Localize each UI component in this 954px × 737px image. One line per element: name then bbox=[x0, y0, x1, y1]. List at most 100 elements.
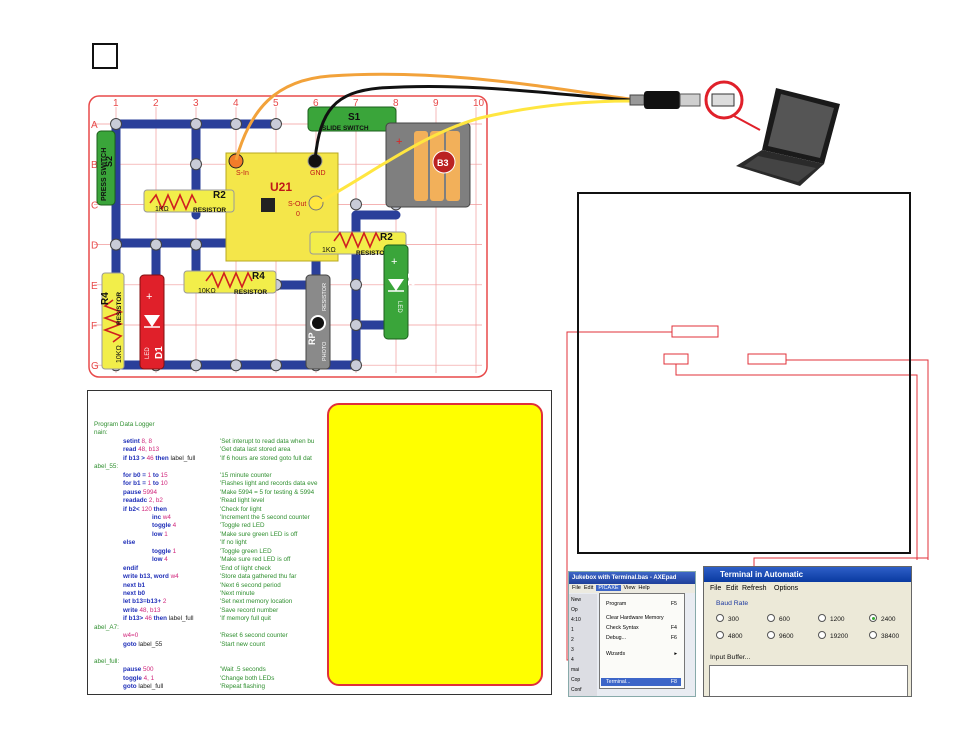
terminal-menu-item[interactable]: Refresh bbox=[742, 585, 767, 592]
menu-item-label: Clear Hardware Memory bbox=[606, 615, 664, 621]
code-token: w4 bbox=[170, 573, 179, 581]
code-token: w4 bbox=[162, 513, 171, 521]
baud-rate-label: 1200 bbox=[830, 616, 845, 623]
terminal-menu-item[interactable]: Edit bbox=[726, 585, 739, 592]
axepad-side-label: 3 bbox=[571, 647, 574, 653]
code-comment: 'Check for light bbox=[220, 505, 262, 513]
column-label: 5 bbox=[273, 98, 279, 109]
code-line: next b1 bbox=[123, 582, 145, 589]
code-line: inc w4 bbox=[152, 514, 171, 521]
callout-box-yellow bbox=[327, 403, 543, 686]
svg-text:0: 0 bbox=[296, 211, 300, 218]
code-comment: 'Get data last stored area bbox=[220, 446, 291, 454]
svg-text:+: + bbox=[396, 136, 402, 148]
axepad-menu-item[interactable]: PICAXE bbox=[596, 585, 621, 591]
code-token: 2 bbox=[162, 598, 167, 606]
axepad-title: Jukebox with Terminal.bas - AXEpad bbox=[569, 572, 695, 584]
code-token: 4, 1 bbox=[143, 674, 155, 682]
baud-rate-radio[interactable]: 4800 bbox=[716, 631, 742, 640]
snap-connector bbox=[350, 359, 362, 372]
baud-rate-radio[interactable]: 600 bbox=[767, 614, 790, 623]
snap-connector bbox=[230, 118, 242, 130]
svg-text:R2: R2 bbox=[213, 190, 226, 201]
row-label: A bbox=[91, 120, 98, 131]
code-line: nain: bbox=[94, 429, 108, 436]
picaxe-menu-item[interactable]: Wizards▸ bbox=[606, 650, 681, 658]
code-token: if b13> bbox=[123, 615, 145, 623]
baud-rate-radio[interactable]: 38400 bbox=[869, 631, 899, 640]
radio-circle-icon bbox=[818, 631, 826, 639]
code-token: next b0 bbox=[123, 590, 146, 597]
code-token: nain: bbox=[94, 429, 108, 437]
terminal-menu-item[interactable]: File bbox=[710, 585, 722, 592]
picaxe-menu-item[interactable]: Clear Hardware Memory bbox=[606, 614, 681, 622]
axepad-menu-item[interactable]: Edit bbox=[583, 585, 594, 591]
code-comment: '15 minute counter bbox=[220, 471, 272, 479]
code-token: pause bbox=[123, 488, 143, 496]
code-token: inc bbox=[152, 513, 163, 521]
menu-item-label: Program bbox=[606, 601, 627, 607]
code-token: 46 bbox=[144, 615, 152, 623]
resistor-r2-mid bbox=[309, 231, 407, 255]
code-line: if b13> 46 then label_full bbox=[123, 615, 194, 622]
radio-circle-icon bbox=[818, 614, 826, 622]
led-d2 bbox=[383, 244, 409, 340]
svg-text:S-In: S-In bbox=[236, 170, 249, 177]
code-comment: 'Store data gathered thu far bbox=[220, 573, 297, 581]
code-token: setint bbox=[123, 437, 142, 445]
svg-text:B3: B3 bbox=[437, 158, 449, 168]
snap-connector bbox=[110, 118, 122, 130]
menu-item-shortcut: F4 bbox=[670, 625, 677, 631]
code-token: label_55 bbox=[138, 640, 163, 648]
snap-connector bbox=[190, 158, 202, 171]
code-line: low 4 bbox=[152, 556, 168, 563]
code-token: 48, b13 bbox=[139, 606, 161, 614]
code-line: toggle 4, 1 bbox=[123, 675, 154, 682]
code-line: for b1 = 1 to 10 bbox=[123, 480, 168, 487]
code-line: w4=0 bbox=[123, 632, 138, 639]
snap-connector bbox=[350, 319, 362, 331]
press-switch-label: PRESS SWITCH bbox=[101, 148, 108, 201]
baud-rate-radio[interactable]: 9600 bbox=[767, 631, 793, 640]
baud-rate-label: 2400 bbox=[881, 616, 896, 623]
menu-item-label: Terminal... bbox=[606, 679, 631, 685]
picaxe-menu-item[interactable]: Debug...F6 bbox=[606, 634, 681, 642]
code-line: endif bbox=[123, 565, 138, 572]
code-token: 1 bbox=[164, 530, 168, 538]
svg-text:RP: RP bbox=[307, 332, 317, 345]
axepad-menu-item[interactable]: View bbox=[623, 585, 636, 591]
code-token: abel_full: bbox=[94, 657, 120, 665]
snap-connector bbox=[150, 238, 162, 251]
code-token: 48, b13 bbox=[138, 446, 160, 454]
code-comment: 'Repeat flashing bbox=[220, 682, 265, 690]
baud-rate-radio[interactable]: 2400 bbox=[869, 614, 895, 623]
code-token: toggle bbox=[152, 522, 173, 530]
picaxe-menu-item[interactable]: Terminal...F8 bbox=[601, 678, 681, 686]
step-number-box bbox=[92, 43, 118, 69]
snap-connector bbox=[190, 118, 202, 130]
baud-rate-radio[interactable]: 19200 bbox=[818, 631, 848, 640]
code-line: toggle 4 bbox=[152, 522, 176, 529]
axepad-menu-item[interactable]: File bbox=[572, 585, 581, 591]
code-token: 120 bbox=[141, 505, 152, 513]
terminal-menu-item[interactable]: Options bbox=[774, 585, 799, 592]
code-token: 4 bbox=[172, 522, 177, 530]
axepad-menu-item[interactable]: Help bbox=[638, 585, 650, 591]
radio-circle-icon bbox=[869, 614, 877, 622]
code-token: goto bbox=[123, 640, 139, 648]
svg-text:LED: LED bbox=[396, 301, 402, 313]
menu-item-label: Check Syntax bbox=[606, 625, 639, 631]
picaxe-menu-item[interactable]: Check Syntax F4 bbox=[606, 624, 681, 632]
code-token: abel_A7: bbox=[94, 623, 119, 631]
input-buffer-area[interactable] bbox=[709, 665, 908, 696]
input-buffer-label: Input Buffer... bbox=[710, 654, 751, 661]
baud-rate-radio[interactable]: 300 bbox=[716, 614, 739, 623]
code-line: let b13=b13+ 2 bbox=[123, 598, 166, 605]
baud-rate-radio[interactable]: 1200 bbox=[818, 614, 844, 623]
code-comment: 'Make sure red LED is off bbox=[220, 556, 291, 564]
